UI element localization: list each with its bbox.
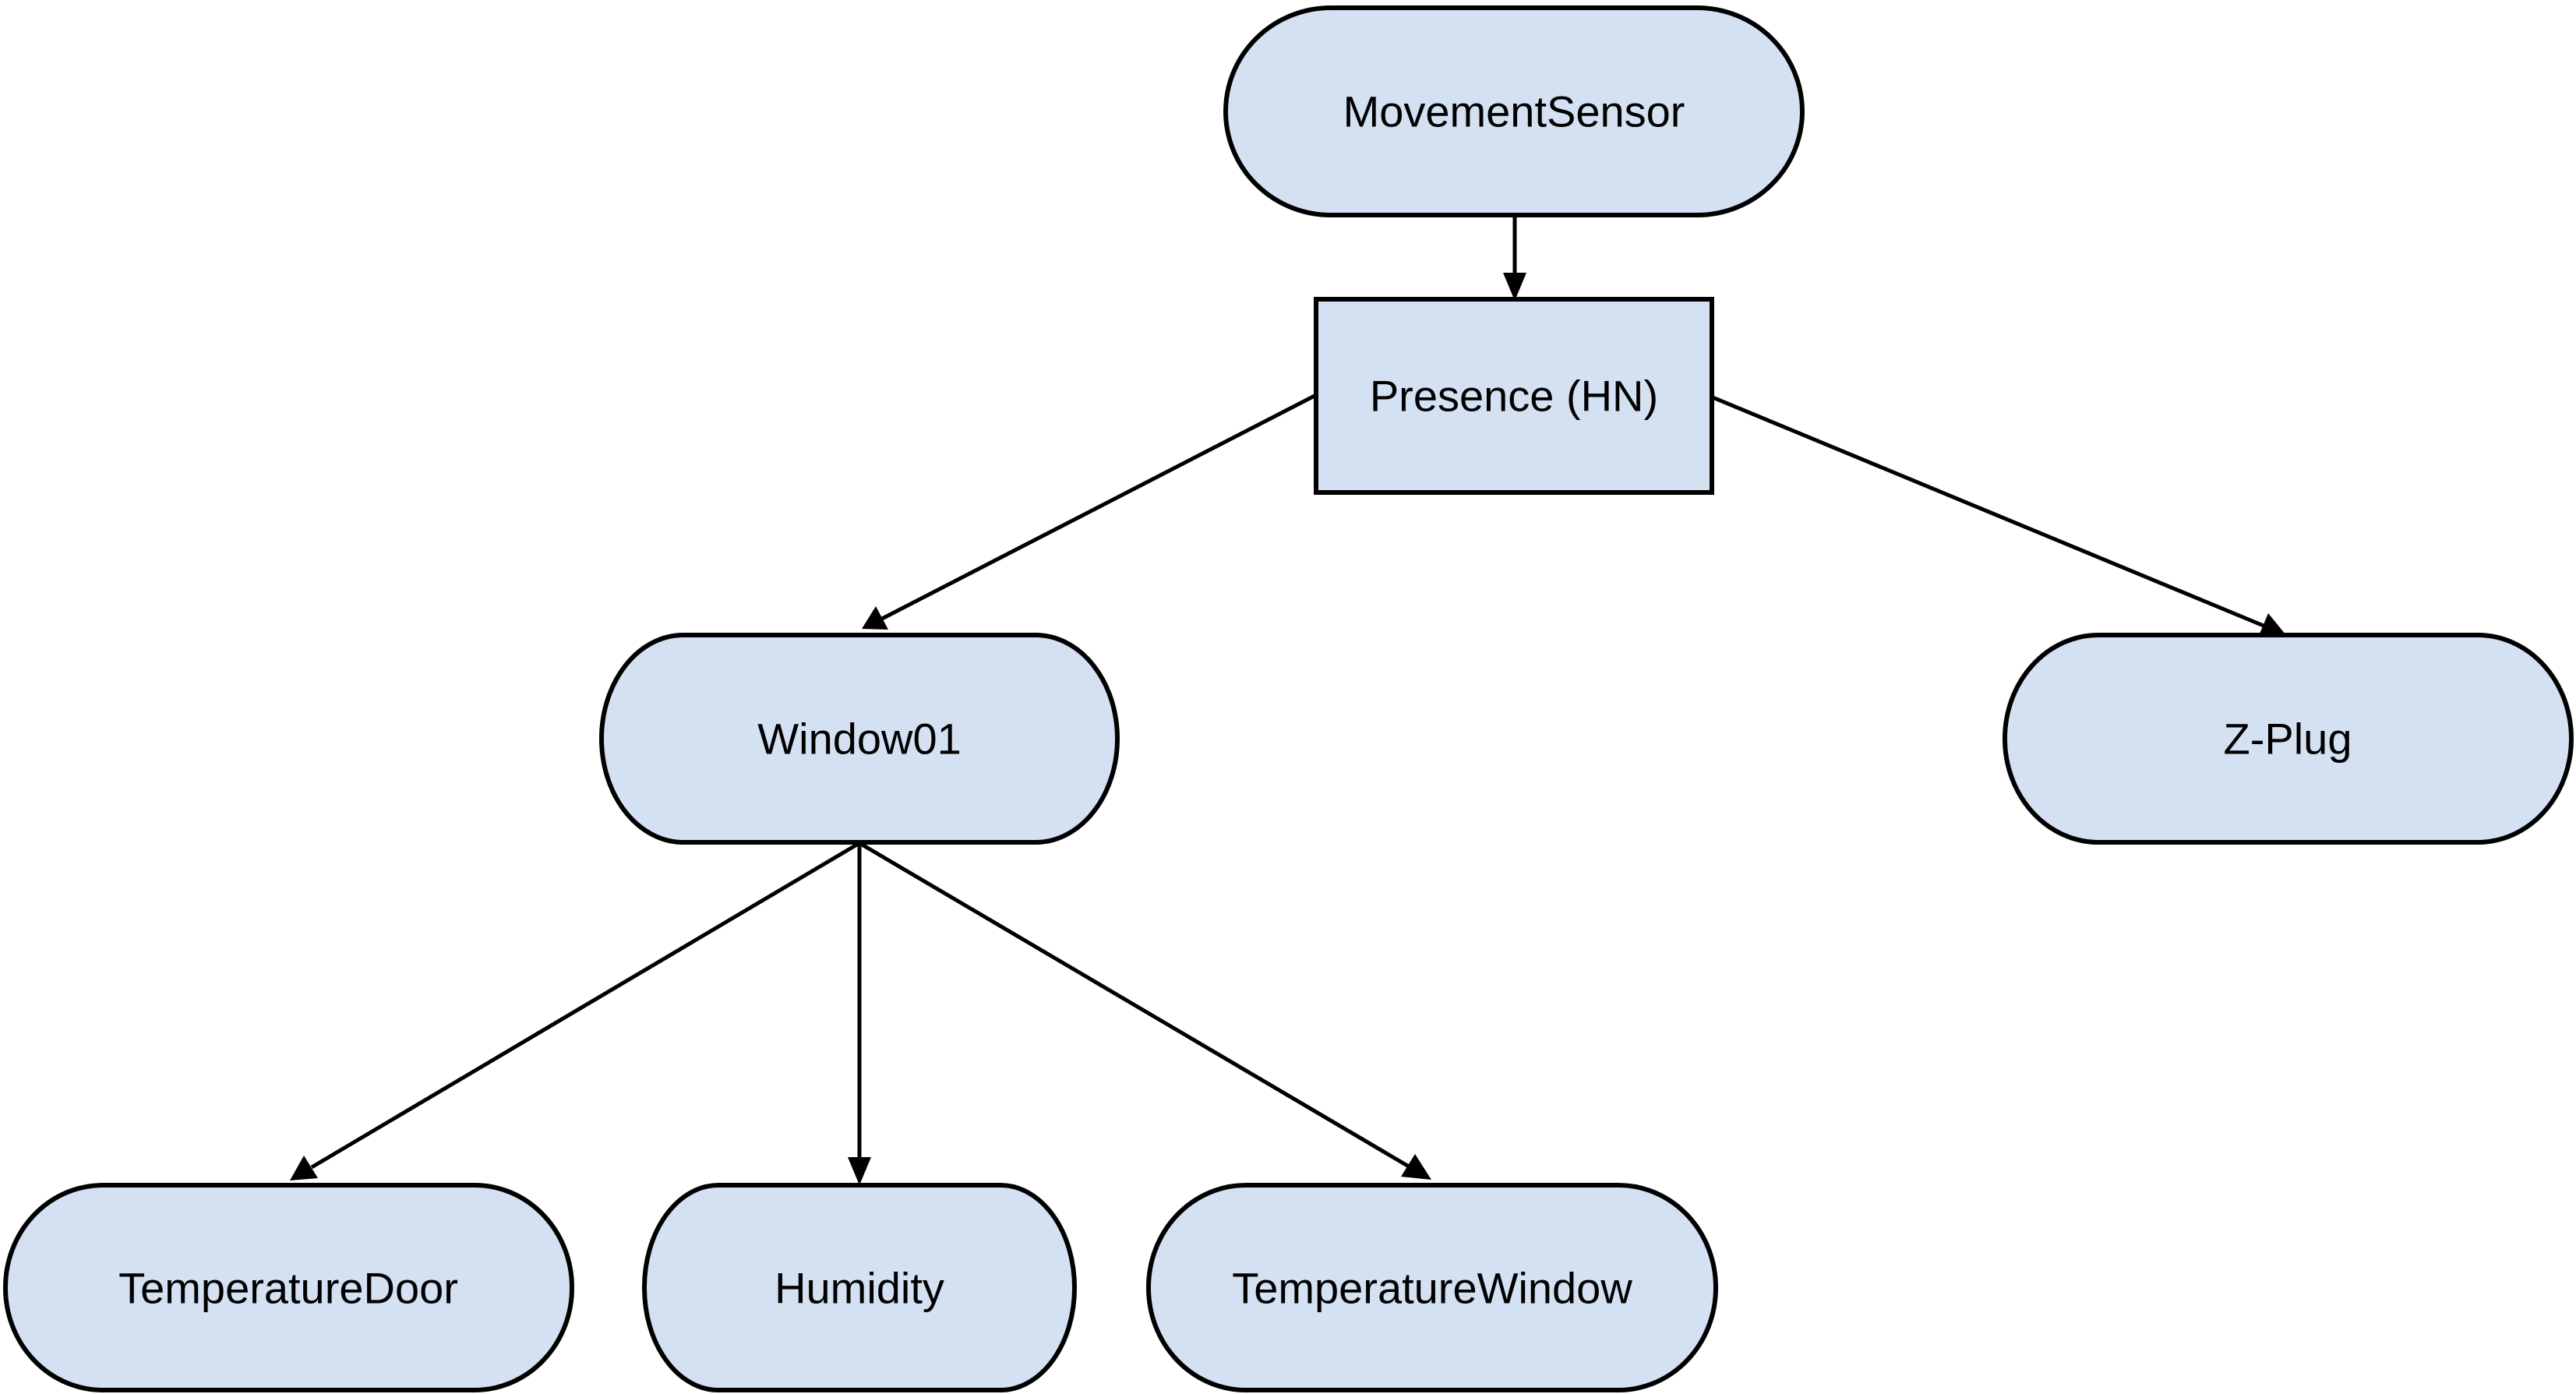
edges bbox=[290, 217, 2285, 1185]
node-movementsensor[interactable]: MovementSensor bbox=[1223, 5, 1805, 217]
edge-movementsensor-to-presence bbox=[1503, 217, 1526, 301]
node-label-zplug: Z-Plug bbox=[2224, 715, 2352, 764]
edge-window01-to-humidity bbox=[848, 843, 871, 1185]
nodes: MovementSensor Presence (HN) Window01 Z-… bbox=[3, 5, 2574, 1392]
edge-window01-to-temperaturedoor bbox=[290, 841, 861, 1180]
edge-presence-to-zplug bbox=[1712, 395, 2285, 637]
node-presence[interactable]: Presence (HN) bbox=[1314, 297, 1714, 495]
node-label-movementsensor: MovementSensor bbox=[1343, 87, 1685, 136]
node-label-presence: Presence (HN) bbox=[1370, 372, 1658, 421]
edge-presence-to-window01 bbox=[862, 393, 1316, 630]
edge-window01-to-temperaturewindow bbox=[858, 841, 1431, 1180]
node-window01[interactable]: Window01 bbox=[599, 633, 1120, 845]
node-zplug[interactable]: Z-Plug bbox=[2003, 633, 2574, 845]
node-temperaturewindow[interactable]: TemperatureWindow bbox=[1146, 1183, 1718, 1392]
node-label-window01: Window01 bbox=[757, 715, 961, 764]
node-humidity[interactable]: Humidity bbox=[642, 1183, 1077, 1392]
node-label-temperaturewindow: TemperatureWindow bbox=[1232, 1264, 1632, 1313]
node-label-humidity: Humidity bbox=[775, 1264, 944, 1313]
node-label-temperaturedoor: TemperatureDoor bbox=[118, 1264, 458, 1313]
node-temperaturedoor[interactable]: TemperatureDoor bbox=[3, 1183, 574, 1392]
